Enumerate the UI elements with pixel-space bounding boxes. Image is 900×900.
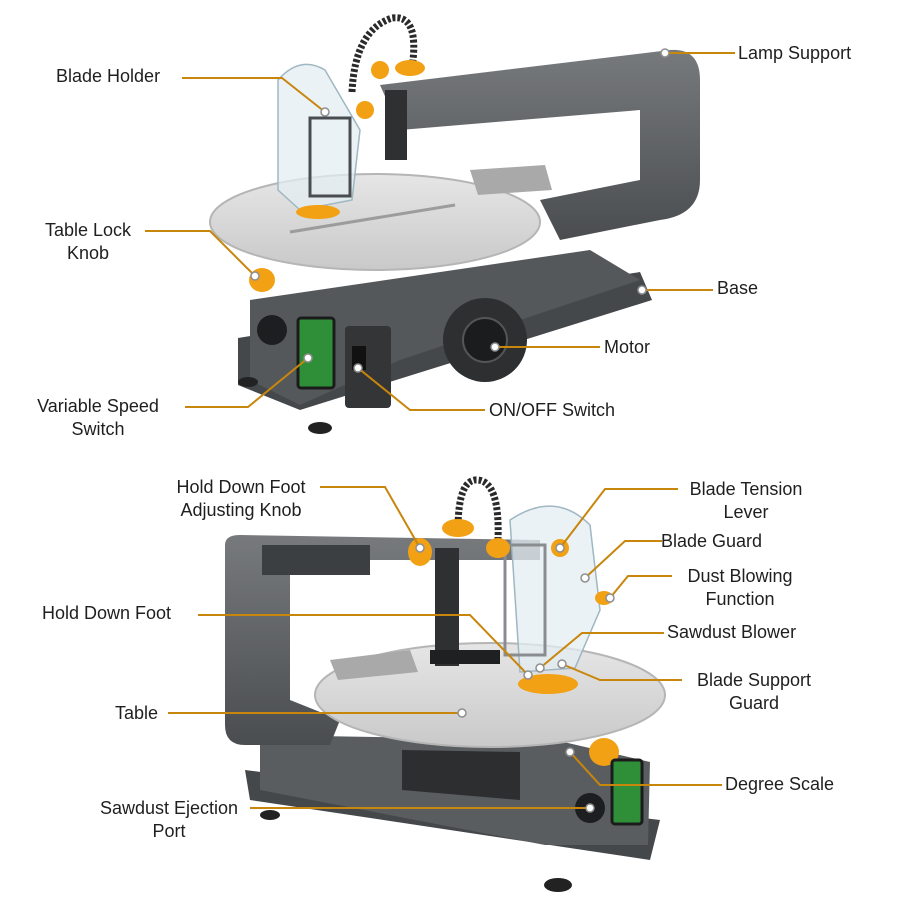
- saw-top-switch-panel: [345, 326, 391, 408]
- label-blade-support-guard-line1: Blade Support: [696, 670, 812, 690]
- label-hold-down-foot-adjusting-knob: Hold Down Foot Adjusting Knob: [164, 476, 318, 522]
- label-sawdust-ejection-port-line2: Port: [152, 821, 186, 841]
- leader-on-off-switch: [357, 367, 485, 411]
- label-blade-support-guard-line2: Guard: [728, 693, 780, 713]
- saw-bottom-lamp-gooseneck: [454, 476, 502, 541]
- label-blade-tension-lever: Blade Tension Lever: [680, 478, 812, 524]
- label-dust-blowing-function: Dust Blowing Function: [676, 565, 804, 611]
- label-dust-blowing-function-line2: Function: [705, 589, 775, 609]
- label-table-lock-knob: Table Lock Knob: [38, 219, 138, 265]
- saw-top-arm: [380, 49, 700, 240]
- label-hold-down-foot: Hold Down Foot: [42, 603, 172, 623]
- label-base: Base: [717, 278, 759, 298]
- label-blade-tension-lever-line1: Blade Tension: [689, 479, 803, 499]
- label-hold-down-foot-adjusting-knob-line1: Hold Down Foot: [176, 477, 306, 497]
- saw-bottom-speed-panel: [610, 758, 644, 826]
- label-sawdust-ejection-port: Sawdust Ejection Port: [87, 797, 251, 843]
- label-hold-down-foot-adjusting-knob-line2: Adjusting Knob: [180, 500, 302, 520]
- leader-variable-speed-switch: [185, 357, 309, 408]
- leader-dots: [250, 48, 670, 813]
- label-blade-support-guard: Blade Support Guard: [684, 669, 824, 715]
- saw-top-view: [209, 14, 700, 434]
- label-motor: Motor: [604, 337, 651, 357]
- leader-blade-guard: [584, 540, 662, 579]
- label-table-lock-knob-line2: Knob: [66, 243, 110, 263]
- label-degree-scale: Degree Scale: [725, 774, 835, 794]
- saw-bottom-degree-knob: [589, 738, 619, 766]
- saw-top-speed-panel: [296, 316, 336, 390]
- label-dust-blowing-function-line1: Dust Blowing: [687, 566, 793, 586]
- label-sawdust-ejection-port-line1: Sawdust Ejection: [99, 798, 239, 818]
- saw-bottom-blade-guard: [509, 505, 601, 673]
- label-variable-speed-switch-line1: Variable Speed: [37, 396, 159, 416]
- leader-blade-support-guard: [561, 663, 682, 681]
- label-sawdust-blower: Sawdust Blower: [667, 622, 797, 642]
- label-blade-holder: Blade Holder: [56, 66, 161, 86]
- label-blade-guard: Blade Guard: [661, 531, 763, 551]
- leader-dust-blowing-function: [609, 575, 672, 599]
- leader-hold-down-foot: [198, 614, 529, 676]
- saw-top-blade-guard: [277, 63, 361, 211]
- label-table-lock-knob-line1: Table Lock: [44, 220, 132, 240]
- leader-blade-holder: [182, 77, 326, 113]
- saw-bottom-view: [225, 476, 666, 892]
- label-table: Table: [115, 703, 159, 723]
- leader-table-lock-knob: [145, 230, 256, 277]
- saw-bottom-arm: [225, 535, 540, 745]
- label-variable-speed-switch: Variable Speed Switch: [27, 395, 169, 441]
- leader-degree-scale: [569, 751, 722, 786]
- leader-sawdust-blower: [539, 632, 664, 669]
- label-variable-speed-switch-line2: Switch: [71, 419, 125, 439]
- label-on-off-switch: ON/OFF Switch: [489, 400, 616, 420]
- leader-hold-down-foot-adjusting-knob: [320, 486, 421, 549]
- label-lamp-support: Lamp Support: [738, 43, 852, 63]
- saw-top-lamp-gooseneck: [348, 14, 418, 93]
- leader-blade-tension-lever: [559, 488, 678, 549]
- label-blade-tension-lever-line2: Lever: [723, 502, 769, 522]
- leader-lines: [145, 52, 735, 809]
